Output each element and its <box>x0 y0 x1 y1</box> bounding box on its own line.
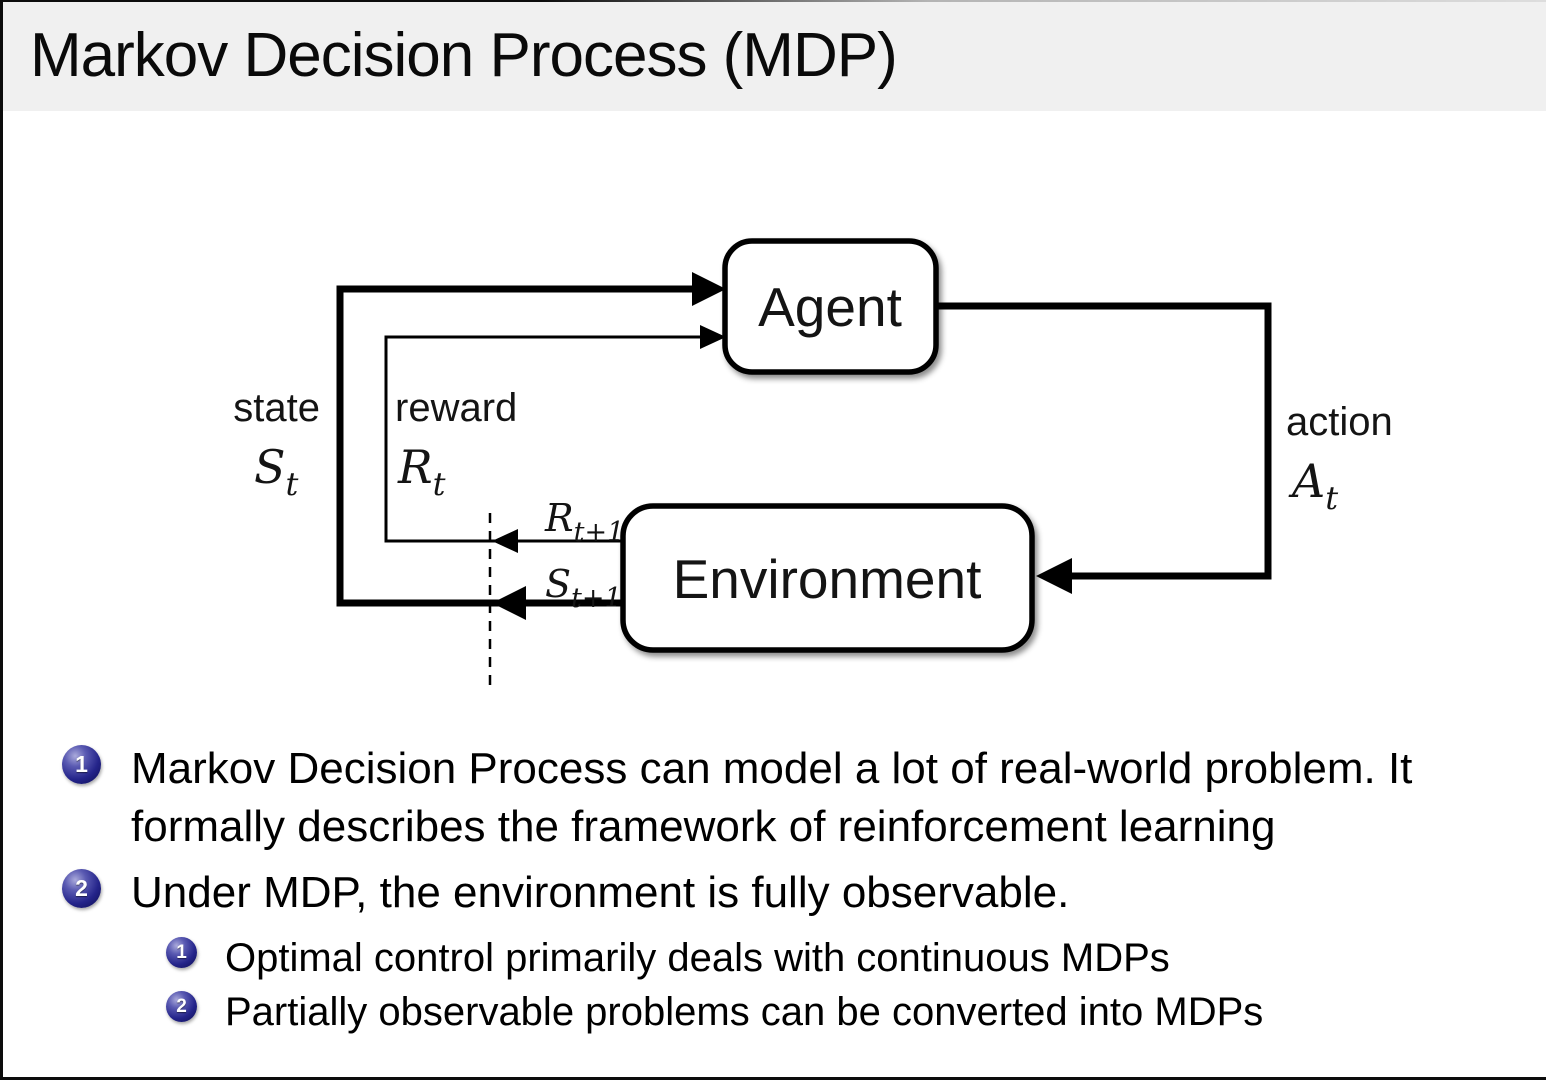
action-loop-line <box>930 302 1272 580</box>
window-top-edge <box>0 0 1546 2</box>
sub-bullet-text-2: Partially observable problems can be con… <box>225 990 1264 1034</box>
agent-box <box>722 238 939 375</box>
state-word-label: state <box>233 386 320 430</box>
ball-number: 1 <box>75 751 88 777</box>
environment-box <box>620 503 1035 653</box>
list-item-2: 2 Under MDP, the environment is fully ob… <box>62 864 1069 922</box>
ball-number: 1 <box>176 941 187 963</box>
list-item-1: 1 Markov Decision Process can model a lo… <box>62 740 1513 856</box>
sub-list-item-2: 2 Partially observable problems can be c… <box>166 987 1263 1037</box>
next-state-symbol: St+1 <box>545 562 622 614</box>
sub-enumeration-ball-1: 1 <box>166 937 197 968</box>
sub-enumeration-ball-2: 2 <box>166 991 197 1022</box>
enumeration-ball-1: 1 <box>62 745 101 784</box>
bullet-text-1: Markov Decision Process can model a lot … <box>131 744 1413 852</box>
next-reward-arrowhead <box>492 529 518 553</box>
reward-arrowhead <box>700 325 726 349</box>
action-arrowhead <box>1036 558 1072 594</box>
sub-list-item-1: 1 Optimal control primarily deals with c… <box>166 933 1170 983</box>
reward-symbol: Rt <box>397 440 446 503</box>
enumeration-ball-2: 2 <box>62 869 101 908</box>
next-reward-symbol: Rt+1 <box>544 496 624 548</box>
slide-title: Markov Decision Process (MDP) <box>30 21 898 90</box>
action-word-label: action <box>1286 400 1393 444</box>
bullet-text-2: Under MDP, the environment is fully obse… <box>131 868 1070 917</box>
reward-word-label: reward <box>395 386 517 430</box>
state-symbol: St <box>254 440 299 503</box>
window-bottom-edge <box>0 1077 1546 1080</box>
slide-title-bar: Markov Decision Process (MDP) <box>0 0 1546 111</box>
ball-number: 2 <box>75 875 88 901</box>
next-state-arrowhead <box>492 586 526 620</box>
window-left-edge <box>0 0 3 1080</box>
ball-number: 2 <box>176 995 187 1017</box>
environment-label: Environment <box>673 548 982 610</box>
state-arrowhead <box>692 272 726 306</box>
sub-bullet-text-1: Optimal control primarily deals with con… <box>225 936 1170 980</box>
agent-label: Agent <box>758 276 902 338</box>
action-symbol: At <box>1288 454 1338 517</box>
